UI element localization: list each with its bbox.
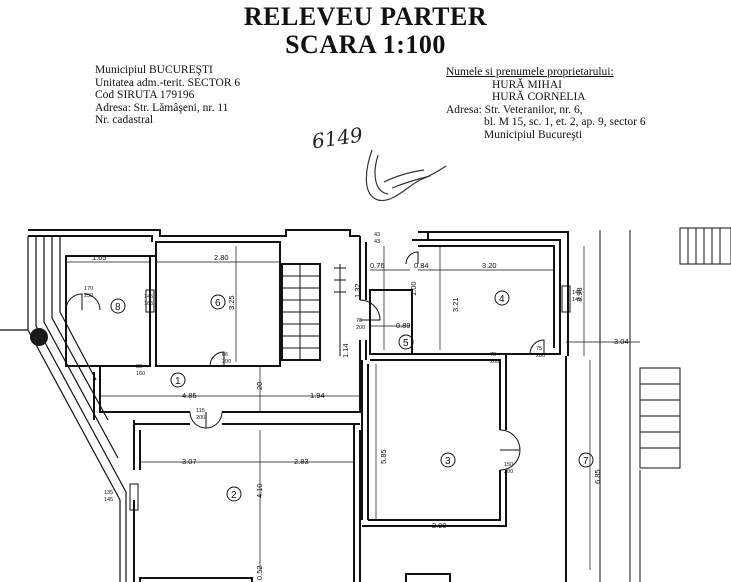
opening-165: 165 [144, 301, 153, 307]
svg-text:6: 6 [215, 298, 221, 309]
dimension-lines [66, 246, 640, 570]
svg-text:8: 8 [115, 302, 121, 313]
opening-145b-145: 145 [572, 297, 581, 303]
room-marker-7: 7 [578, 452, 594, 468]
room-marker-8: 8 [110, 298, 126, 314]
dim-6-85: 6.85 [593, 469, 602, 484]
staircase [282, 264, 346, 360]
opening-145b: 145 [572, 290, 581, 296]
dim-3-21: 3.21 [451, 297, 460, 312]
room-marker-1: 1 [170, 372, 186, 388]
svg-text:2: 2 [231, 490, 237, 501]
dim-0-76: 0.76 [370, 261, 385, 270]
dim-20: 20 [255, 382, 264, 390]
dim-4-85: 4.85 [182, 391, 197, 400]
opening-145a: 145 [144, 294, 153, 300]
handwritten-number: 6149 [310, 123, 364, 154]
svg-text:4: 4 [499, 294, 505, 305]
doors [65, 251, 545, 471]
dim-2-90: 2.90 [432, 521, 447, 530]
opening-115-200: 200 [196, 415, 205, 421]
plan-scale: SCARA 1:100 [285, 30, 446, 59]
dim-3-25: 3.25 [227, 295, 236, 310]
opening-150-200: 200 [504, 469, 513, 475]
opening-70a: 70 [356, 318, 362, 324]
opening-88: 88 [136, 364, 142, 370]
signature-stamp [365, 149, 447, 202]
dim-0-52: 0.52 [255, 565, 264, 580]
dim-1-94: 1.94 [310, 391, 325, 400]
dimension-labels: 1.65 2.80 0.76 0.84 3.20 3.25 1.32 1.00 … [92, 253, 629, 580]
svg-text:5: 5 [403, 338, 409, 349]
room-marker-2: 2 [226, 486, 242, 502]
room-markers: 8 6 4 5 1 3 7 2 [110, 290, 594, 502]
opening-86: 86 [222, 352, 228, 358]
opening-75: 75 [536, 346, 542, 352]
info-cadastral: Nr. cadastral [95, 114, 154, 126]
owner-name-1: HURĂ MIHAI [492, 78, 562, 91]
opening-70a-200: 200 [356, 325, 365, 331]
opening-230: 230 [84, 293, 93, 299]
terrace-lines [0, 236, 127, 582]
walls [28, 229, 569, 582]
dim-1-00: 1.00 [409, 281, 418, 296]
dim-1-32: 1.32 [353, 283, 362, 298]
dim-0-84: 0.84 [414, 261, 429, 270]
room-marker-6: 6 [210, 294, 226, 310]
opening-135-145: 145 [104, 497, 113, 503]
opening-170: 170 [84, 286, 93, 292]
owner-address-1: Adresa: Str. Veteranilor, nr. 6, [446, 103, 583, 116]
dim-4-10: 4.10 [255, 483, 264, 498]
dim-3-98: 3.98 [575, 287, 584, 302]
owner-heading: Numele si prenumele proprietarului: [446, 66, 614, 78]
svg-text:7: 7 [583, 456, 589, 467]
opening-86-200: 200 [222, 359, 231, 365]
dim-2-80: 2.80 [214, 253, 229, 262]
windows [129, 285, 571, 511]
info-municipality: Municipiul BUCUREŞTI [95, 64, 213, 76]
opening-75-200: 200 [536, 353, 545, 359]
opening-labels: 43 43 170 230 145 165 88 160 86 200 70 2… [84, 232, 581, 503]
reference-dot [30, 328, 48, 346]
dim-5-85: 5.85 [379, 449, 388, 464]
dim-3-04: 3.04 [614, 337, 629, 346]
dim-3-20: 3.20 [482, 261, 497, 270]
owner-info: Numele si prenumele proprietarului: HURĂ… [446, 66, 646, 141]
dim-1-65: 1.65 [92, 253, 107, 262]
owner-name-2: HURĂ CORNELIA [492, 91, 586, 103]
opening-70b-200: 200 [490, 359, 499, 365]
room-marker-4: 4 [494, 290, 510, 306]
plan-title: RELEVEU PARTER [243, 2, 488, 31]
info-address: Adresa: Str. Lămâşeni, nr. 11 [95, 101, 229, 114]
opening-43-top: 43 [374, 232, 380, 238]
svg-text:1: 1 [175, 376, 181, 387]
opening-70b: 70 [490, 352, 496, 358]
owner-address-3: Municipiul Bucureşti [484, 128, 583, 141]
opening-115: 115 [196, 408, 205, 414]
owner-address-2: bl. M 15, sc. 1, et. 2, ap. 9, sector 6 [484, 116, 646, 128]
right-stairs [599, 227, 731, 582]
info-siruta: Cod SIRUTA 179196 [95, 89, 195, 101]
room-marker-3: 3 [440, 452, 456, 468]
dim-2-83: 2.83 [294, 457, 309, 466]
dim-3-07: 3.07 [182, 457, 197, 466]
opening-135: 135 [104, 490, 113, 496]
info-unit: Unitatea adm.-terit. SECTOR 6 [95, 76, 241, 89]
room-marker-5: 5 [398, 334, 414, 350]
location-info: Municipiul BUCUREŞTI Unitatea adm.-terit… [95, 64, 240, 127]
dim-1-14: 1.14 [341, 343, 350, 358]
dim-0-89: 0.89 [396, 321, 411, 330]
opening-160: 160 [136, 371, 145, 377]
opening-150: 150 [504, 462, 513, 468]
opening-43-bottom: 43 [374, 239, 380, 245]
svg-text:3: 3 [445, 456, 451, 467]
